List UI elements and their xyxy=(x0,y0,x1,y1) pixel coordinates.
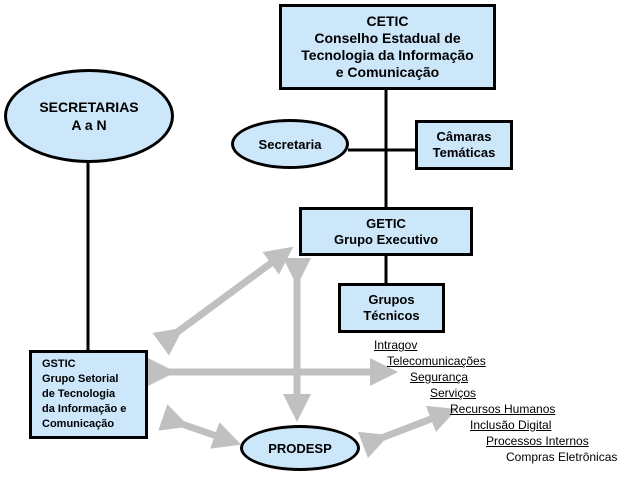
arrow-gstic-getic xyxy=(152,246,294,356)
getic-box: GETIC Grupo Executivo xyxy=(299,207,473,256)
cetic-box: CETIC Conselho Estadual de Tecnologia da… xyxy=(279,4,496,90)
gstic-line: de Tecnologia xyxy=(42,388,116,400)
prodesp-ellipse: PRODESP xyxy=(240,425,360,471)
getic-subtitle: Grupo Executivo xyxy=(333,231,439,247)
camaras-line: Temáticas xyxy=(432,145,496,160)
secretarias-ellipse: SECRETARIAS A a N xyxy=(4,69,174,163)
arrow-gstic-prodesp xyxy=(158,404,242,449)
topic-text: Compras Eletrônicas xyxy=(506,450,618,464)
gstic-line: GSTIC xyxy=(42,358,76,370)
secretarias-title: SECRETARIAS xyxy=(39,99,139,115)
topic-link[interactable]: Intragov xyxy=(374,338,418,352)
arrow-prodesp-topics xyxy=(357,405,458,459)
cetic-line: Tecnologia da Informação xyxy=(301,47,474,63)
secretarias-range: A a N xyxy=(71,117,107,133)
secretaria-ellipse: Secretaria xyxy=(231,119,349,169)
cetic-line: Conselho Estadual de xyxy=(314,30,461,46)
gstic-line: da Informação e xyxy=(42,403,127,415)
grupos-line: Técnicos xyxy=(363,308,420,323)
grupos-box: Grupos Técnicos xyxy=(338,283,445,333)
topic-link[interactable]: Segurança xyxy=(410,370,469,384)
grupos-line: Grupos xyxy=(368,292,415,307)
gstic-line: Grupo Setorial xyxy=(42,373,119,385)
prodesp-label: PRODESP xyxy=(268,440,332,456)
secretaria-label: Secretaria xyxy=(258,136,322,152)
gstic-line: Comunicação xyxy=(42,418,115,430)
topic-link[interactable]: Processos Internos xyxy=(486,434,589,448)
topic-link[interactable]: Telecomunicações xyxy=(387,354,486,368)
gstic-box: GSTIC Grupo Setorial de Tecnologia da In… xyxy=(29,350,148,439)
topic-link[interactable]: Serviços xyxy=(430,386,477,400)
camaras-line: Câmaras xyxy=(436,129,492,144)
camaras-box: Câmaras Temáticas xyxy=(415,120,513,170)
cetic-line: e Comunicação xyxy=(335,64,440,80)
getic-title: GETIC xyxy=(366,215,406,231)
topic-link[interactable]: Inclusão Digital xyxy=(470,418,552,432)
topic-link[interactable]: Recursos Humanos xyxy=(450,402,556,416)
cetic-title: CETIC xyxy=(366,13,409,29)
